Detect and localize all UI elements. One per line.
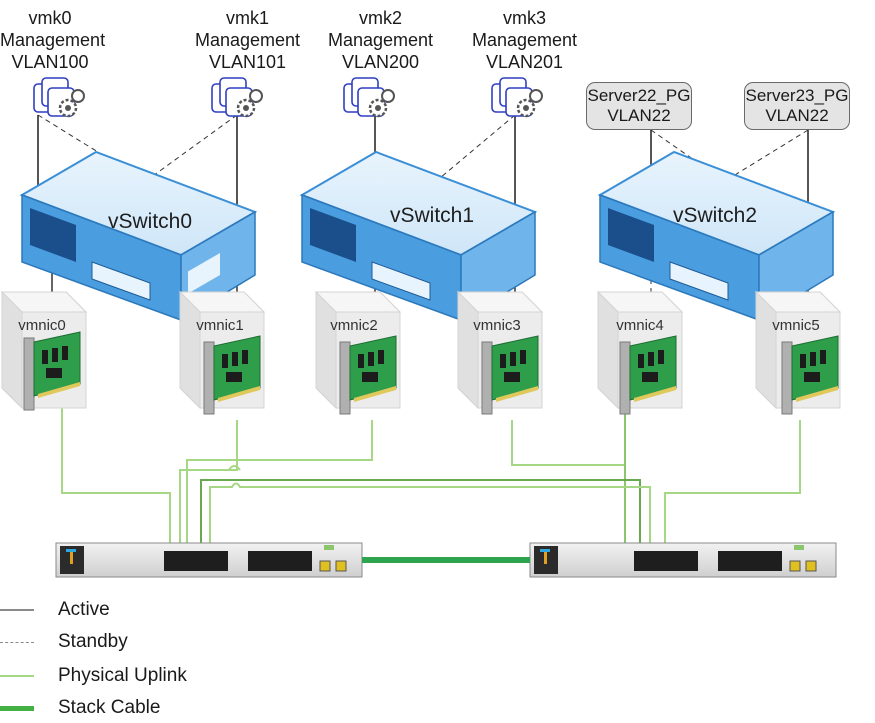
vmk1-icon	[210, 76, 264, 118]
legend-label-active: Active	[58, 599, 110, 620]
vmk2-icon	[342, 76, 396, 118]
vmk2-vlan: VLAN200	[341, 52, 420, 72]
portgroup-server22: Server22_PG VLAN22	[586, 82, 692, 130]
vmk-icons	[32, 76, 544, 118]
portgroup-server23: Server23_PG VLAN22	[744, 82, 850, 130]
legend-swatch-standby	[0, 641, 34, 643]
portgroup-server22-name: Server22_PG	[587, 86, 691, 105]
vmk3-type: Management	[471, 30, 578, 50]
legend-label-stack-cable: Stack Cable	[58, 697, 161, 718]
vswitch0: vSwitch0	[19, 150, 258, 322]
vmk3-icon	[490, 76, 544, 118]
vmk0-name: vmk0	[28, 8, 72, 28]
legend-item-stack-cable: Stack Cable	[0, 696, 160, 720]
vmk0-type: Management	[0, 30, 106, 50]
legend-swatch-active	[0, 609, 34, 611]
vmk0-vlan: VLAN100	[11, 52, 89, 72]
legend-item-standby: Standby	[0, 630, 128, 654]
vmk1-name: vmk1	[225, 8, 269, 28]
vmk2-label: vmk2 Management VLAN200	[318, 7, 443, 73]
vswitch0-label: vSwitch0	[108, 210, 192, 233]
vmnic5: vmnic5	[755, 291, 841, 415]
physical-uplinks	[61, 390, 801, 548]
vmk1-vlan: VLAN101	[208, 52, 287, 72]
vmnic3: vmnic3	[457, 291, 543, 415]
legend-label-standby: Standby	[58, 631, 128, 652]
vmnic0-label: vmnic0	[18, 317, 66, 334]
vmk0-icon	[32, 76, 86, 118]
portgroup-server23-vlan: VLAN22	[765, 106, 829, 125]
vswitch1-label: vSwitch1	[390, 204, 474, 227]
vmnic1: vmnic1	[179, 291, 265, 415]
vmk2-name: vmk2	[358, 8, 402, 28]
vmnic5-label: vmnic5	[772, 317, 820, 334]
vmk1-label: vmk1 Management VLAN101	[185, 7, 310, 73]
vmnic0: vmnic0	[1, 291, 87, 411]
vswitch2-label: vSwitch2	[673, 204, 757, 227]
vmnic2-label: vmnic2	[330, 317, 378, 334]
physical-switch-right	[529, 542, 837, 578]
vmk3-name: vmk3	[502, 8, 546, 28]
portgroup-server22-vlan: VLAN22	[607, 106, 671, 125]
portgroup-server23-name: Server23_PG	[745, 86, 849, 105]
vmk3-label: vmk3 Management VLAN201	[462, 7, 587, 73]
vmnic2: vmnic2	[315, 291, 401, 415]
vmk3-vlan: VLAN201	[485, 52, 564, 72]
vmnic4: vmnic4	[597, 291, 683, 415]
vmnic3-label: vmnic3	[473, 317, 521, 334]
vmk2-type: Management	[327, 30, 434, 50]
legend-swatch-stack-cable	[0, 705, 34, 711]
vmk0-label: vmk0 Management VLAN100	[0, 7, 106, 73]
legend-item-active: Active	[0, 598, 110, 622]
legend-swatch-physical-uplink	[0, 675, 34, 677]
legend-label-physical-uplink: Physical Uplink	[58, 665, 187, 686]
physical-switch-left	[55, 542, 363, 578]
vmk1-type: Management	[194, 30, 301, 50]
vmnic4-label: vmnic4	[616, 317, 664, 334]
legend-item-physical-uplink: Physical Uplink	[0, 664, 187, 688]
vmnic1-label: vmnic1	[196, 317, 244, 334]
